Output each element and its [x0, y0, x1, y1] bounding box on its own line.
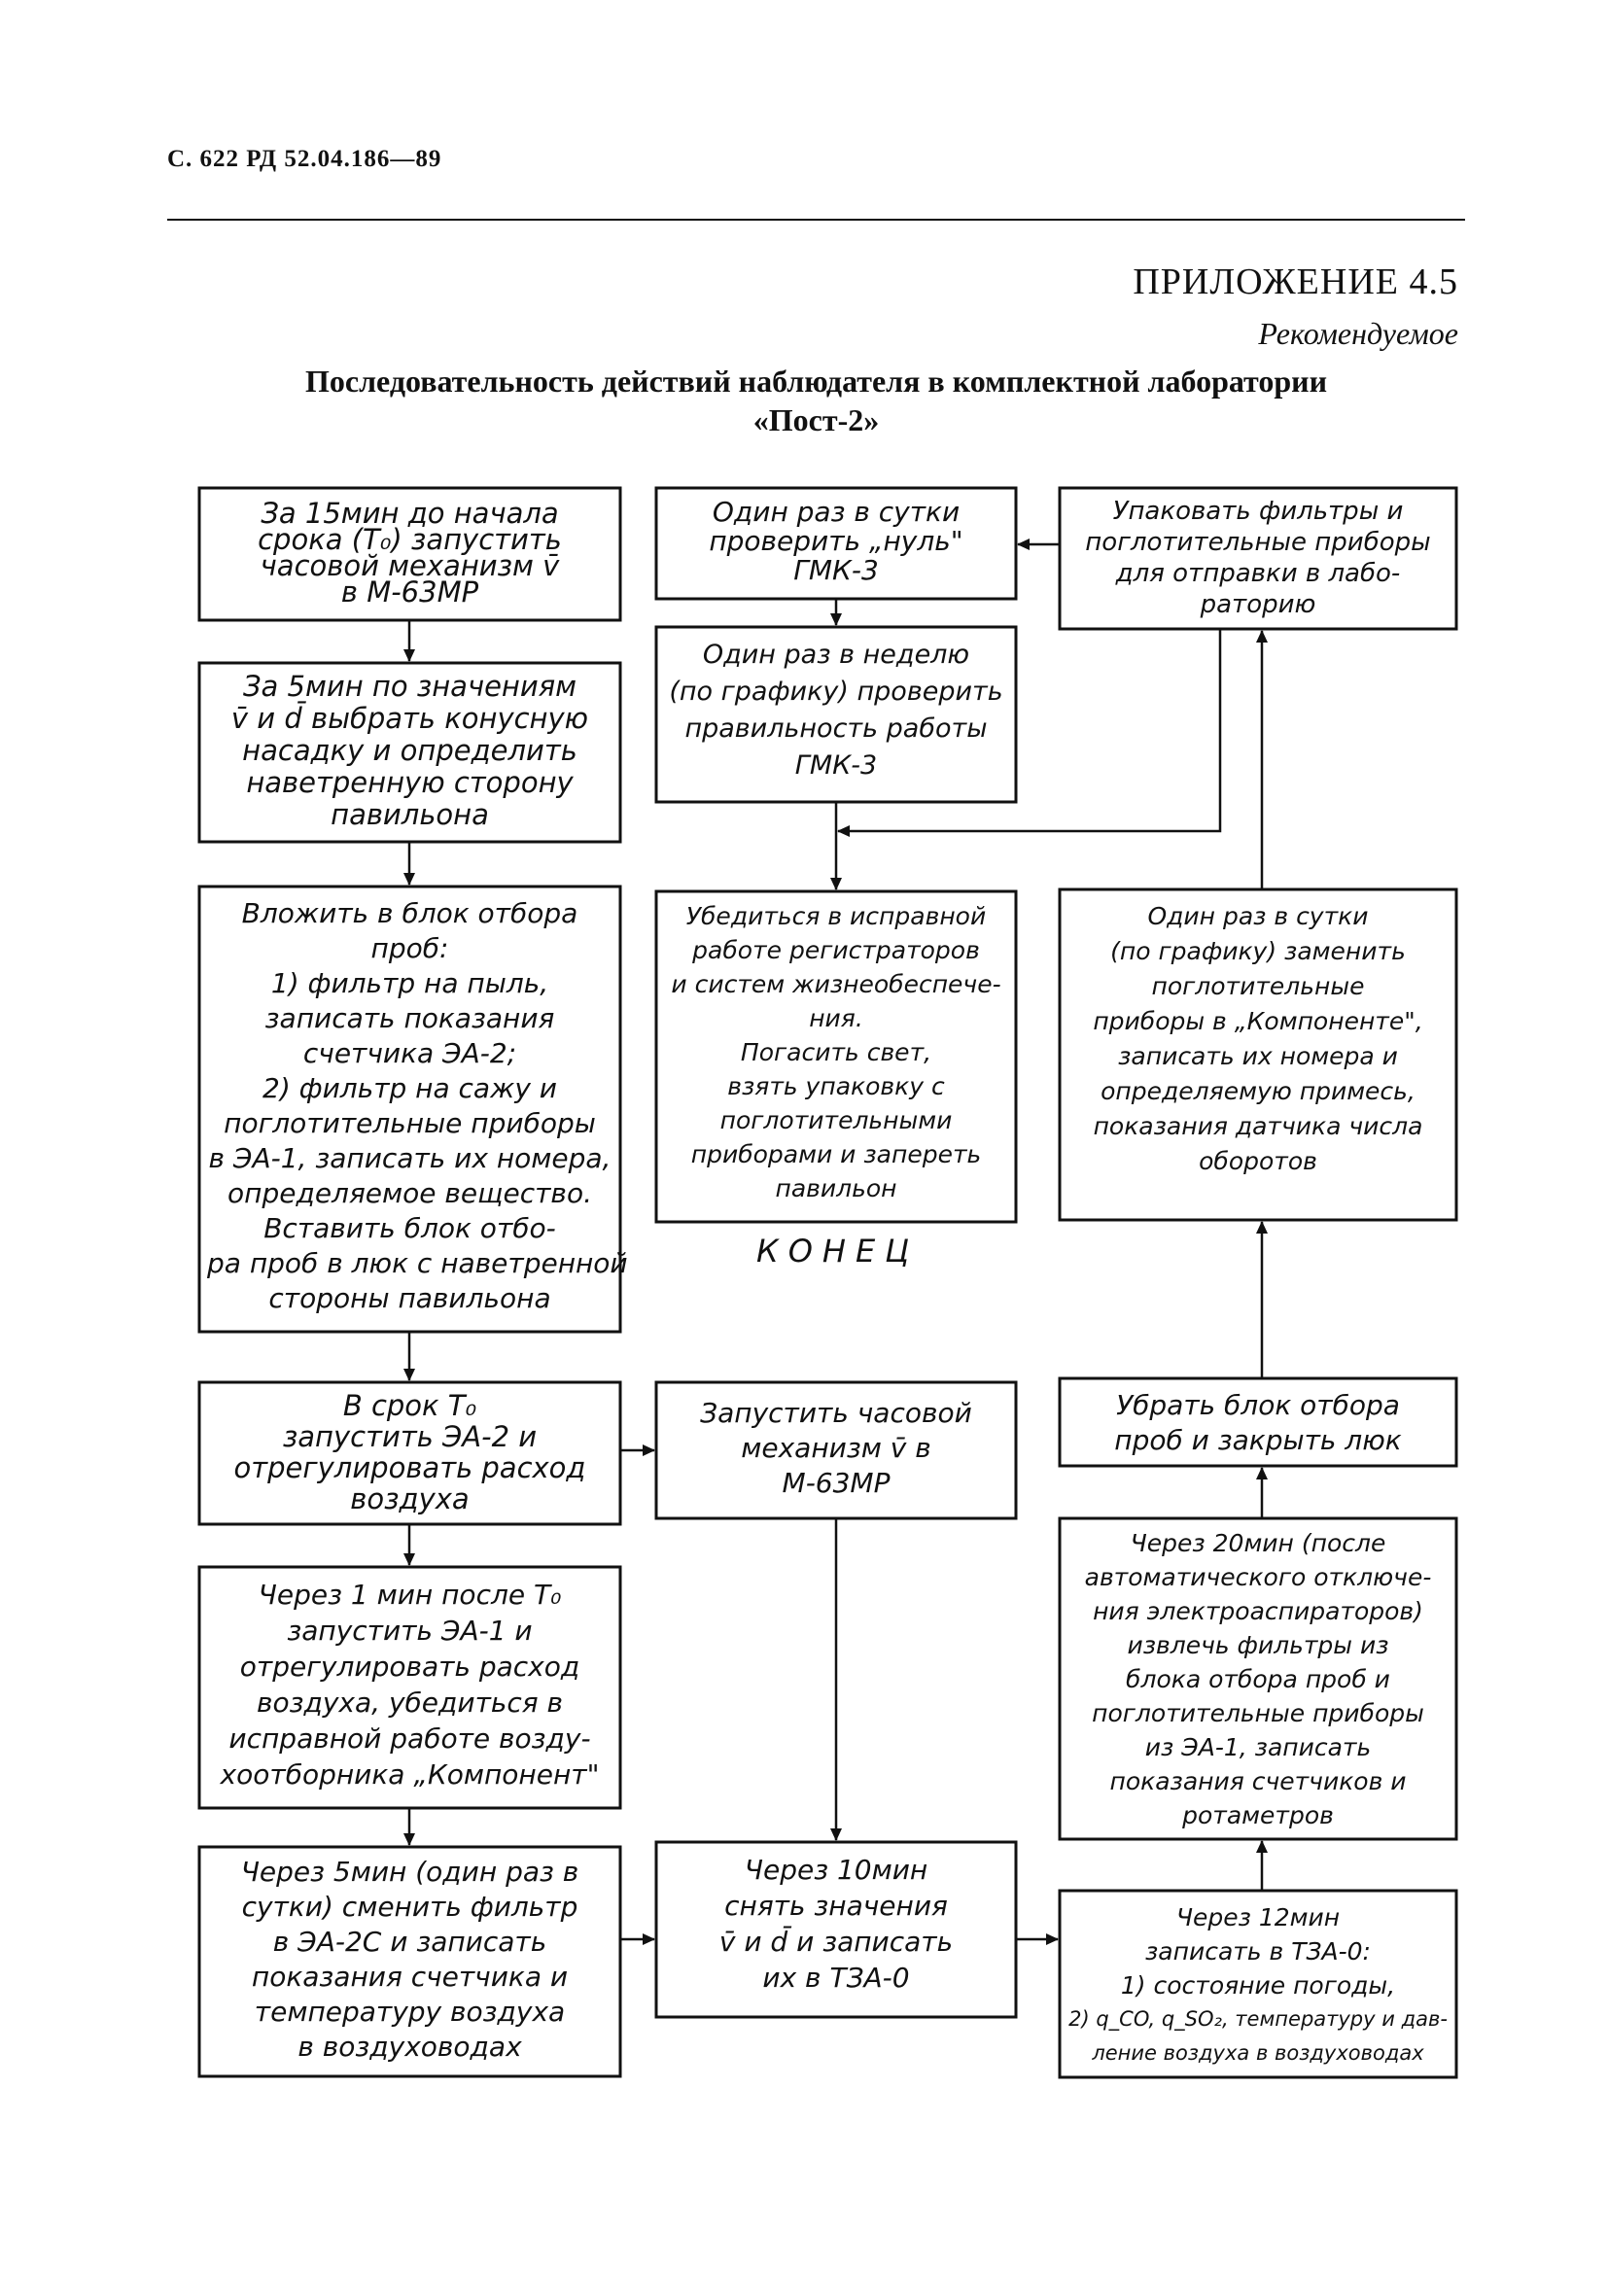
- title-line-2: «Пост-2»: [752, 402, 880, 437]
- box-b15-text: Через 20мин (после автоматического отклю…: [1084, 1529, 1432, 1829]
- box-b11: [654, 1840, 1018, 2019]
- box-b9: [654, 889, 1018, 1224]
- arrow-b12-b9: [837, 629, 1222, 837]
- box-b13: [1058, 887, 1458, 1222]
- flowchart-connectors: [403, 539, 1268, 1945]
- box-b7-text: Один раз в сутки проверить „нуль" ГМК-3: [709, 496, 963, 586]
- box-b13-text: Один раз в сутки (по графику) заменить п…: [1093, 902, 1423, 1175]
- box-b15: [1058, 1516, 1458, 1841]
- box-b9-text: Убедиться в исправной работе регистратор…: [671, 902, 1001, 1202]
- box-b5-text: Через 1 мин после T₀ запустить ЭА-1 и от…: [220, 1579, 600, 1791]
- title-line-1: Последовательность действий наблюдателя …: [305, 364, 1327, 399]
- box-b1-text: За 15мин до начала срока (T₀) запустить …: [258, 497, 562, 609]
- box-b6-text: Через 5мин (один раз в сутки) сменить фи…: [240, 1856, 579, 2063]
- header-rule: [167, 219, 1465, 221]
- page-reference: С. 622 РД 52.04.186—89: [167, 146, 442, 172]
- box-b2-text: За 5мин по значениям v̄ и d̄ выбрать кон…: [230, 670, 589, 831]
- box-b4-text: В срок T₀ запустить ЭА-2 и отрегулироват…: [233, 1389, 586, 1515]
- box-b3-text: Вложить в блок отбора проб: 1) фильтр на…: [207, 897, 628, 1314]
- appendix-label: ПРИЛОЖЕНИЕ 4.5: [1133, 261, 1458, 302]
- box-b10-text: Запустить часовой механизм v̄ в М-63МР: [700, 1397, 972, 1499]
- box-b6: [197, 1845, 622, 2078]
- box-b16: [1058, 1889, 1458, 2079]
- end-label: КОНЕЦ: [756, 1233, 920, 1270]
- box-b8-text: Один раз в неделю (по графику) проверить…: [669, 640, 1003, 781]
- document-title: Последовательность действий наблюдателя …: [167, 362, 1465, 439]
- box-b11-text: Через 10мин снять значения v̄ и d̄ и зап…: [718, 1854, 954, 1994]
- box-b14: [1058, 1376, 1458, 1468]
- box-b14-text: Убрать блок отбора проб и закрыть люк: [1114, 1389, 1402, 1456]
- appendix-status: Рекомендуемое: [1258, 316, 1458, 351]
- box-b12: [1058, 486, 1458, 631]
- box-b12-text: Упаковать фильтры и поглотительные прибо…: [1085, 497, 1431, 619]
- box-b16-text: Через 12мин записать в ТЗА-0: 1) состоян…: [1068, 1903, 1448, 2065]
